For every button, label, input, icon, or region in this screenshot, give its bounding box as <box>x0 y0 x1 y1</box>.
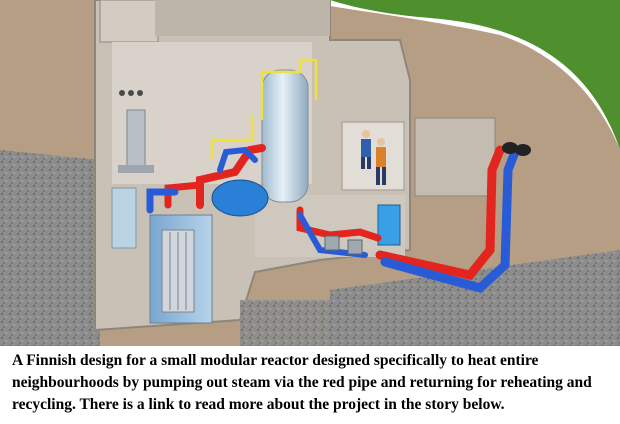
return-pipe-blue <box>380 147 520 293</box>
heat-exchanger-building <box>414 117 496 197</box>
valve <box>347 239 363 255</box>
control-room <box>341 121 405 191</box>
gravel-strip <box>240 300 620 346</box>
worker-figure <box>361 130 371 169</box>
valve <box>324 235 340 251</box>
steam-pipe-red <box>164 181 204 209</box>
figure-caption: A Finnish design for a small modular rea… <box>12 352 592 413</box>
roof-slab <box>155 0 330 36</box>
cooling-column <box>126 109 146 169</box>
worker-figure <box>376 138 386 185</box>
control-cable <box>210 116 254 160</box>
pressure-vessel <box>261 69 309 203</box>
fuel-storage-shaft <box>111 187 137 249</box>
vent-hole <box>128 90 134 96</box>
steam-pipe-red <box>296 206 382 242</box>
pipe-outlet <box>515 144 531 156</box>
control-cable <box>260 58 318 120</box>
coolant-tank <box>211 179 269 217</box>
gravel-ground <box>0 150 100 346</box>
reactor-cutaway-illustration <box>0 0 620 346</box>
steam-pipe-red <box>375 145 505 281</box>
pump-unit <box>377 204 401 246</box>
return-pipe-blue <box>217 146 258 173</box>
vent-hole <box>137 90 143 96</box>
pipe-outlet <box>502 142 518 154</box>
grass-hill <box>330 0 620 150</box>
return-pipe-blue <box>146 188 179 214</box>
vent-hole <box>119 90 125 96</box>
ventilation-tower <box>99 0 159 43</box>
column-base <box>118 165 154 173</box>
